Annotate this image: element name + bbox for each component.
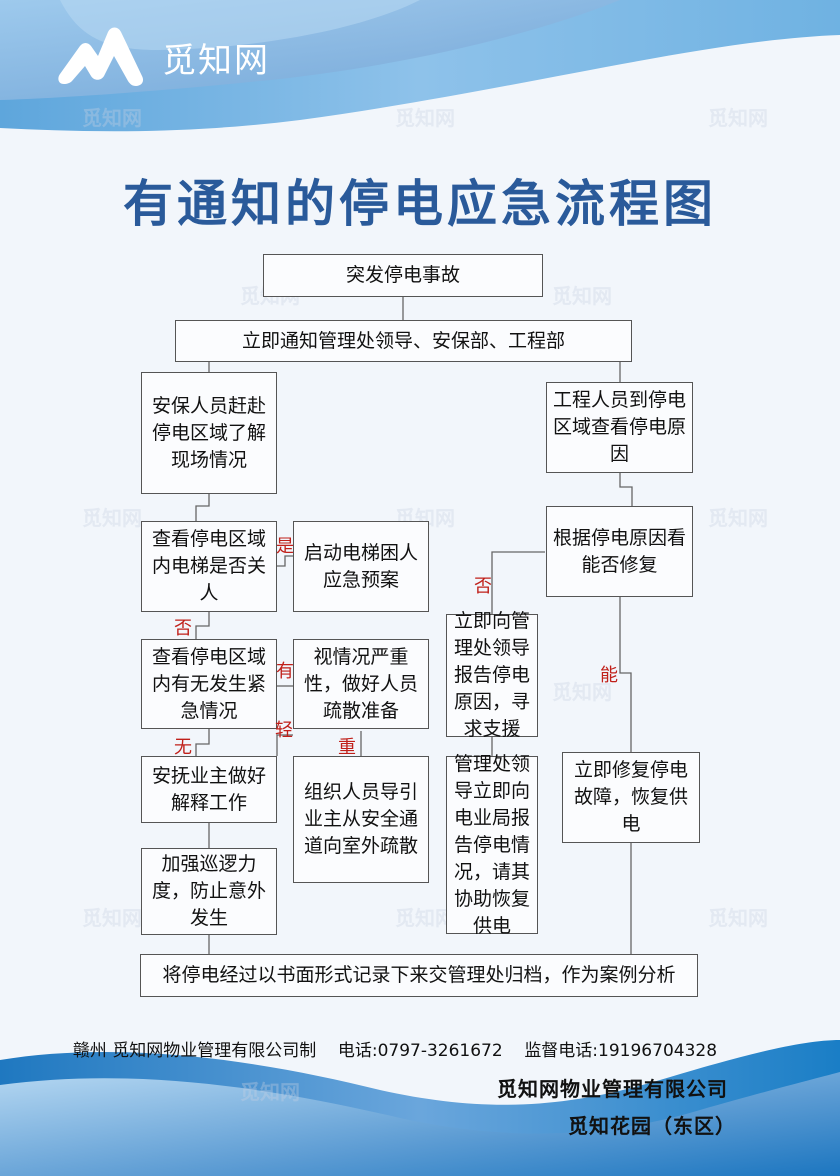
node-comfort-owners: 安抚业主做好解释工作 <box>141 756 277 823</box>
node-archive-text: 将停电经过以书面形式记录下来交管理处归档，作为案例分析 <box>162 964 676 986</box>
node-engineer-go: 工程人员到停电区域查看停电原因 <box>546 382 693 473</box>
node-evacuation-prep: 视情况严重性，做好人员疏散准备 <box>293 639 429 729</box>
footer-supervise-label: 监督电话: <box>524 1041 599 1061</box>
node-report-mgmt: 立即向管理处领导报告停电原因，寻求支援 <box>446 610 538 740</box>
node-notify: 立即通知管理处领导、安保部、工程部 <box>175 320 632 362</box>
footer-maker: 赣州 觅知网物业管理有限公司制 <box>72 1041 317 1061</box>
node-check-emergency: 查看停电区域内有无发生紧急情况 <box>141 639 277 729</box>
node-repair: 立即修复停电故障，恢复供电 <box>562 752 700 843</box>
footer-phone-label: 电话: <box>337 1041 378 1061</box>
footer-supervise-phone: 19196704328 <box>598 1041 718 1061</box>
node-report-mgmt-text: 立即向管理处领导报告停电原因，寻求支援 <box>453 610 530 740</box>
footer-company: 觅知网物业管理有限公司 <box>497 1077 728 1101</box>
watermark: 觅知网 <box>708 906 768 930</box>
watermark: 觅知网 <box>82 106 142 130</box>
branch-label-has: 有 <box>276 661 294 682</box>
branch-label-light: 轻 <box>275 720 293 741</box>
node-notify-text: 立即通知管理处领导、安保部、工程部 <box>241 329 565 352</box>
node-check-elevator-text: 查看停电区域内电梯是否关人 <box>151 528 266 604</box>
branch-label-yes: 是 <box>276 536 294 557</box>
node-patrol: 加强巡逻力度，防止意外发生 <box>141 848 277 935</box>
node-elevator-plan-text: 启动电梯困人应急预案 <box>303 541 418 591</box>
footer-estate: 觅知花园（东区） <box>568 1114 736 1138</box>
watermark: 觅知网 <box>395 106 455 130</box>
node-check-elevator: 查看停电区域内电梯是否关人 <box>141 521 277 612</box>
page-title: 有通知的停电应急流程图 <box>123 175 717 233</box>
node-check-repair: 根据停电原因看能否修复 <box>546 506 693 597</box>
footer-phone: 0797-3261672 <box>377 1041 503 1061</box>
node-start-text: 突发停电事故 <box>345 264 460 286</box>
watermark: 觅知网 <box>552 680 612 704</box>
branch-label-can: 能 <box>600 665 618 686</box>
watermark: 觅知网 <box>552 284 612 308</box>
watermark: 觅知网 <box>708 506 768 530</box>
node-report-utility-text: 管理处领导立即向电业局报告停电情况，请其协助恢复供电 <box>453 752 530 937</box>
node-start: 突发停电事故 <box>263 254 543 297</box>
node-check-repair-text: 根据停电原因看能否修复 <box>553 526 687 576</box>
branch-label-cannot: 否 <box>474 576 492 597</box>
node-repair-text: 立即修复停电故障，恢复供电 <box>573 759 688 835</box>
footer-contact-line: 赣州 觅知网物业管理有限公司制 电话:0797-3261672 监督电话:191… <box>62 1016 717 1061</box>
mountain-m-logo-icon <box>58 27 144 86</box>
watermark: 觅知网 <box>82 906 142 930</box>
node-evacuation-prep-text: 视情况严重性，做好人员疏散准备 <box>303 645 418 722</box>
branch-label-none: 无 <box>174 737 192 758</box>
branch-label-no-elevator: 否 <box>174 618 192 639</box>
watermark: 觅知网 <box>240 1080 300 1104</box>
watermark: 觅知网 <box>395 906 455 930</box>
node-check-emergency-text: 查看停电区域内有无发生紧急情况 <box>151 645 266 722</box>
node-patrol-text: 加强巡逻力度，防止意外发生 <box>151 853 266 929</box>
node-security-go-text: 安保人员赶赴停电区域了解现场情况 <box>151 394 266 471</box>
node-guide-evacuation: 组织人员导引业主从安全通道向室外疏散 <box>293 756 429 883</box>
watermark: 觅知网 <box>82 506 142 530</box>
brand-name: 觅知网 <box>162 40 270 81</box>
node-engineer-go-text: 工程人员到停电区域查看停电原因 <box>553 389 687 465</box>
node-elevator-plan: 启动电梯困人应急预案 <box>293 521 429 612</box>
node-security-go: 安保人员赶赴停电区域了解现场情况 <box>141 372 277 494</box>
brand-logo: 觅知网 <box>58 26 270 88</box>
node-comfort-owners-text: 安抚业主做好解释工作 <box>151 764 266 814</box>
node-guide-evacuation-text: 组织人员导引业主从安全通道向室外疏散 <box>303 781 418 857</box>
watermark: 觅知网 <box>708 106 768 130</box>
node-archive: 将停电经过以书面形式记录下来交管理处归档，作为案例分析 <box>140 954 698 997</box>
branch-label-severe: 重 <box>338 737 356 758</box>
node-report-utility: 管理处领导立即向电业局报告停电情况，请其协助恢复供电 <box>446 753 538 937</box>
